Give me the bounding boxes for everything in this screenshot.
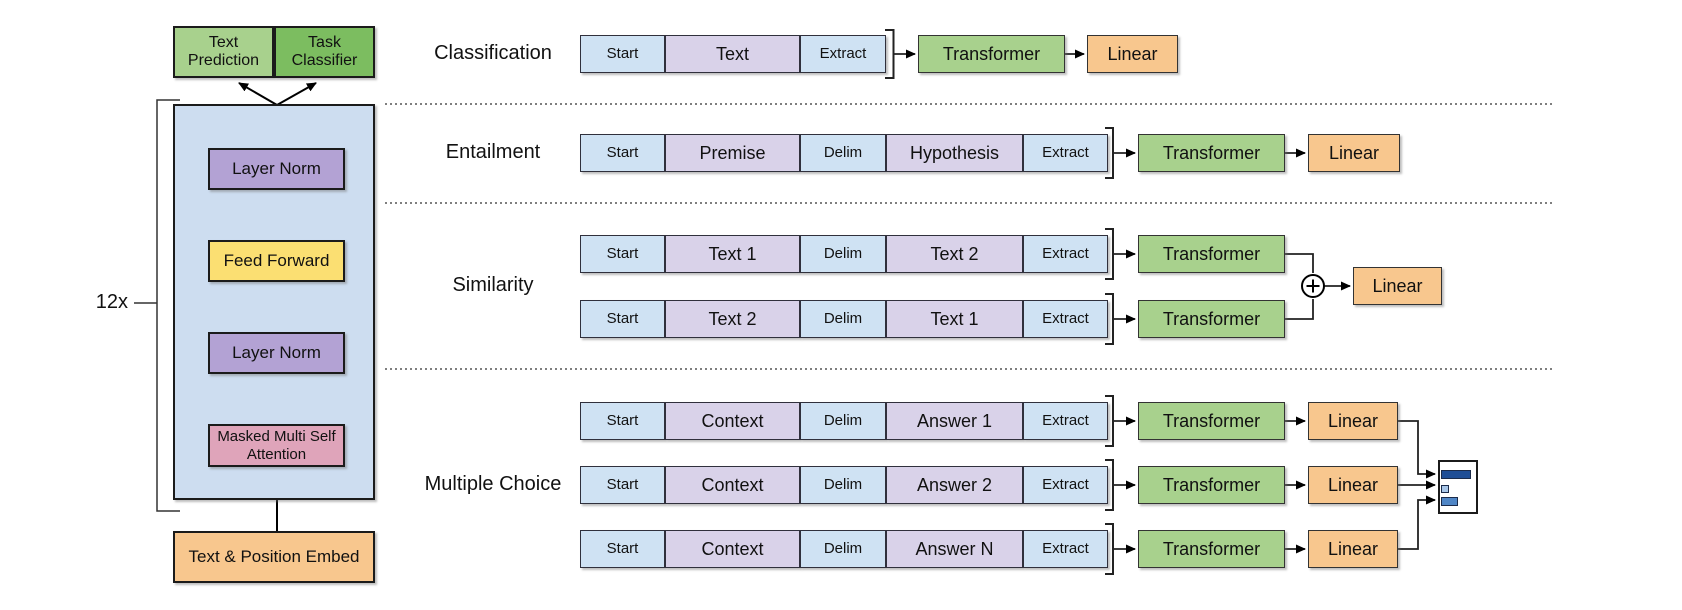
section-label-similarity: Similarity — [452, 274, 534, 296]
repeat-count-label: 12x — [95, 291, 128, 313]
task-classifier-box: Task Classifier — [274, 26, 375, 78]
token-answerN: Answer N — [886, 530, 1023, 568]
token-delim: Delim — [800, 402, 886, 440]
linear-box: Linear — [1308, 402, 1398, 440]
section-label-classification: Classification — [434, 42, 552, 64]
linear-box: Linear — [1308, 466, 1398, 504]
token-context: Context — [665, 466, 800, 504]
linear-box: Linear — [1308, 530, 1398, 568]
token-start: Start — [580, 530, 665, 568]
token-start: Start — [580, 35, 665, 73]
bar-chart-bar-medium — [1441, 497, 1458, 506]
token-extract: Extract — [1023, 402, 1108, 440]
similarity-wires — [1105, 228, 1351, 345]
section-label-multiple-choice: Multiple Choice — [424, 473, 562, 495]
token-text1: Text 1 — [886, 300, 1023, 338]
transformer-box: Transformer — [918, 35, 1065, 73]
token-extract: Extract — [800, 35, 886, 73]
token-context: Context — [665, 530, 800, 568]
token-context: Context — [665, 402, 800, 440]
layer-norm-box: Layer Norm — [208, 148, 345, 190]
token-text1: Text 1 — [665, 235, 800, 273]
token-delim: Delim — [800, 466, 886, 504]
token-premise: Premise — [665, 134, 800, 172]
token-extract: Extract — [1023, 466, 1108, 504]
token-delim: Delim — [800, 235, 886, 273]
token-text: Text — [665, 35, 800, 73]
token-delim: Delim — [800, 134, 886, 172]
feed-forward-box: Feed Forward — [208, 240, 345, 282]
transformer-box: Transformer — [1138, 235, 1285, 273]
text-prediction-box: Text Prediction — [173, 26, 274, 78]
bar-chart-bar-short — [1441, 485, 1449, 493]
transformer-box: Transformer — [1138, 466, 1285, 504]
repeat-bracket — [134, 99, 180, 512]
section-label-entailment: Entailment — [445, 141, 541, 163]
masked-attention-box: Masked Multi Self Attention — [208, 424, 345, 467]
token-extract: Extract — [1023, 530, 1108, 568]
token-start: Start — [580, 466, 665, 504]
token-extract: Extract — [1023, 300, 1108, 338]
bar-chart-bar-long — [1441, 470, 1471, 479]
token-answer1: Answer 1 — [886, 402, 1023, 440]
layer-norm-box: Layer Norm — [208, 332, 345, 374]
plus-circle-icon — [1301, 274, 1325, 298]
linear-box: Linear — [1308, 134, 1400, 172]
transformer-box: Transformer — [1138, 530, 1285, 568]
token-text2: Text 2 — [665, 300, 800, 338]
token-start: Start — [580, 235, 665, 273]
linear-box: Linear — [1353, 267, 1442, 305]
token-start: Start — [580, 134, 665, 172]
token-hypothesis: Hypothesis — [886, 134, 1023, 172]
embed-box: Text & Position Embed — [173, 531, 375, 583]
transformer-box: Transformer — [1138, 402, 1285, 440]
token-extract: Extract — [1023, 134, 1108, 172]
classification-wires — [885, 29, 1085, 79]
entailment-wires — [1105, 127, 1306, 179]
token-extract: Extract — [1023, 235, 1108, 273]
linear-box: Linear — [1087, 35, 1178, 73]
token-answer2: Answer 2 — [886, 466, 1023, 504]
transformer-box: Transformer — [1138, 300, 1285, 338]
token-text2: Text 2 — [886, 235, 1023, 273]
token-start: Start — [580, 402, 665, 440]
transformer-box: Transformer — [1138, 134, 1285, 172]
token-delim: Delim — [800, 530, 886, 568]
token-delim: Delim — [800, 300, 886, 338]
multiple-choice-wires — [1105, 395, 1436, 575]
token-start: Start — [580, 300, 665, 338]
